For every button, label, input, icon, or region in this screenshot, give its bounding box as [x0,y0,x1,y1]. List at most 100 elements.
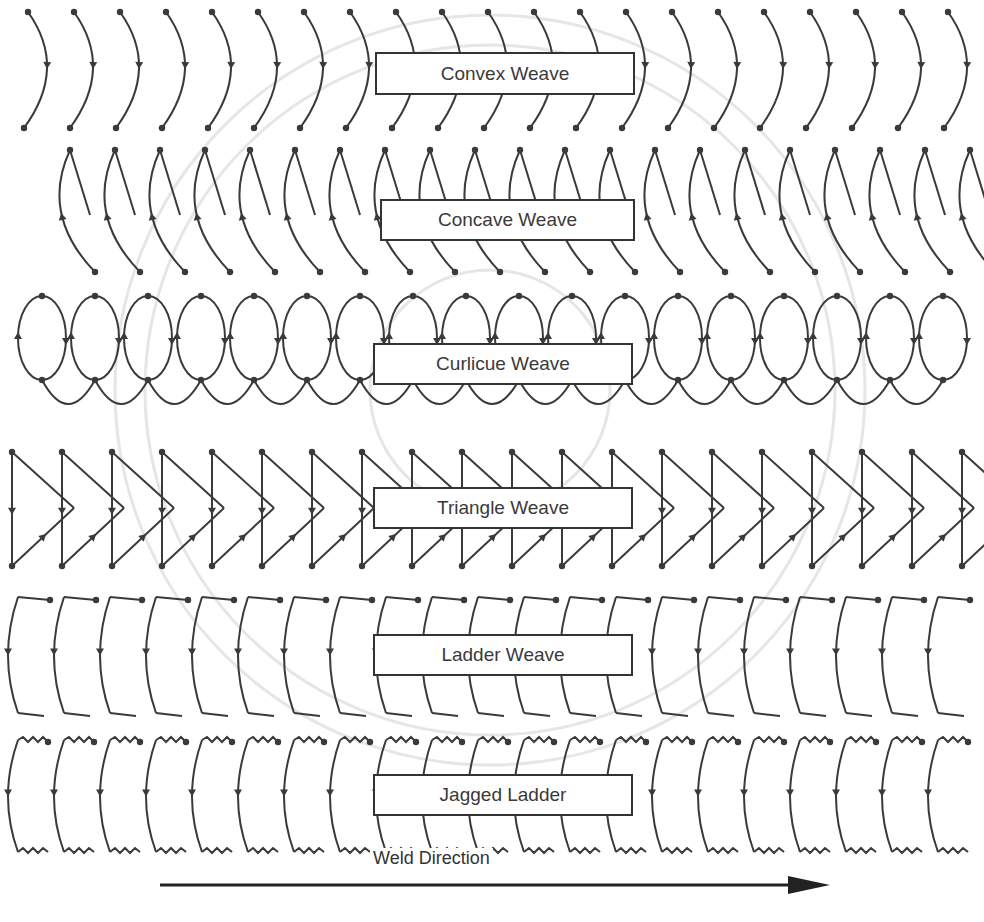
weave-stroke [616,597,648,600]
weave-dot [887,377,893,383]
arrow-head [658,508,666,515]
weave-dot [139,597,145,603]
arrow-head [910,338,918,345]
weave-stroke [698,597,708,713]
weave-dot [309,449,315,455]
weave-stroke [262,508,324,566]
weave-dot [759,449,765,455]
weave-dot [562,147,568,153]
weave-stroke [938,848,968,853]
weave-stroke [64,713,90,716]
weave-stroke [18,713,44,716]
weave-dot [542,269,548,275]
weave-dot [921,597,927,603]
weave-stroke [238,740,248,852]
weave-stroke [892,737,922,742]
weave-stroke [662,737,692,742]
arrow-head [758,508,766,515]
weave-dot [728,293,734,299]
weave-stroke [230,296,278,380]
weave-dot [92,269,98,275]
arrow-head [173,332,181,339]
weave-stroke [708,737,738,742]
weave-dot [922,147,928,153]
weave-stroke [202,737,232,742]
arrow-head [273,62,281,69]
weave-dot [198,377,204,383]
arrow-head [280,649,288,656]
weave-dot [117,9,123,15]
arrow-head [538,534,546,542]
weave-dot [711,125,717,131]
weave-dot [553,597,559,603]
pattern-name: Curlicue Weave [426,353,580,375]
weave-stroke [570,848,600,853]
arrow-head [733,62,741,69]
weave-stroke [18,597,50,600]
weave-stroke [959,150,984,272]
weave-dot [803,125,809,131]
weave-stroke [95,380,148,404]
weave-dot [829,597,835,603]
weave-stroke [248,737,278,742]
weave-dot [787,147,793,153]
arrow-head [234,790,242,797]
weave-stroke [110,737,140,742]
arrow-head [365,62,373,69]
weave-stroke [862,508,924,566]
arrow-head [438,534,446,542]
weave-dot [459,563,465,569]
weave-stroke [212,452,274,508]
arrow-head [8,508,16,515]
weave-stroke [962,452,984,508]
weave-dot [697,147,703,153]
weave-stroke [162,508,224,566]
weave-stroke [919,296,967,380]
weave-dot [461,597,467,603]
weave-stroke [880,150,900,215]
arrow-head [138,534,146,542]
weave-dot [159,563,165,569]
weave-dot [849,125,855,131]
arrow-head [751,338,759,345]
weave-dot [459,739,465,745]
weave-stroke [970,150,984,215]
weave-dot [67,125,73,131]
weave-stroke [8,597,18,713]
weave-stroke [112,508,174,566]
arrow-head [96,649,104,656]
weave-dot [205,125,211,131]
weave-dot [551,739,557,745]
weave-dot [321,739,327,745]
weave-stroke [800,597,832,600]
arrow-head [915,332,923,339]
weave-stroke [570,737,600,742]
weave-stroke [779,150,815,272]
weave-stroke [330,597,340,713]
weave-dot [157,147,163,153]
arrow-head [188,534,196,542]
weave-dot [895,125,901,131]
arrow-head [194,213,202,221]
weave-dot [343,125,349,131]
weave-stroke [712,452,774,508]
weave-dot [297,125,303,131]
weave-dot [389,125,395,131]
pattern-name: Jagged Ladder [430,784,577,806]
weave-dot [323,597,329,603]
weave-stroke [813,296,861,380]
weave-dot [337,147,343,153]
weave-stroke [70,150,90,215]
arrow-head [226,332,234,339]
weave-stroke [892,597,924,600]
weave-dot [185,597,191,603]
weave-stroke [754,713,780,716]
weave-stroke [248,848,278,853]
weave-dot [45,739,51,745]
weave-stroke [386,713,412,716]
weave-dot [809,449,815,455]
weave-dot [251,377,257,383]
weave-stroke [616,713,642,716]
arrow-head [239,213,247,221]
arrow-head [385,332,393,339]
